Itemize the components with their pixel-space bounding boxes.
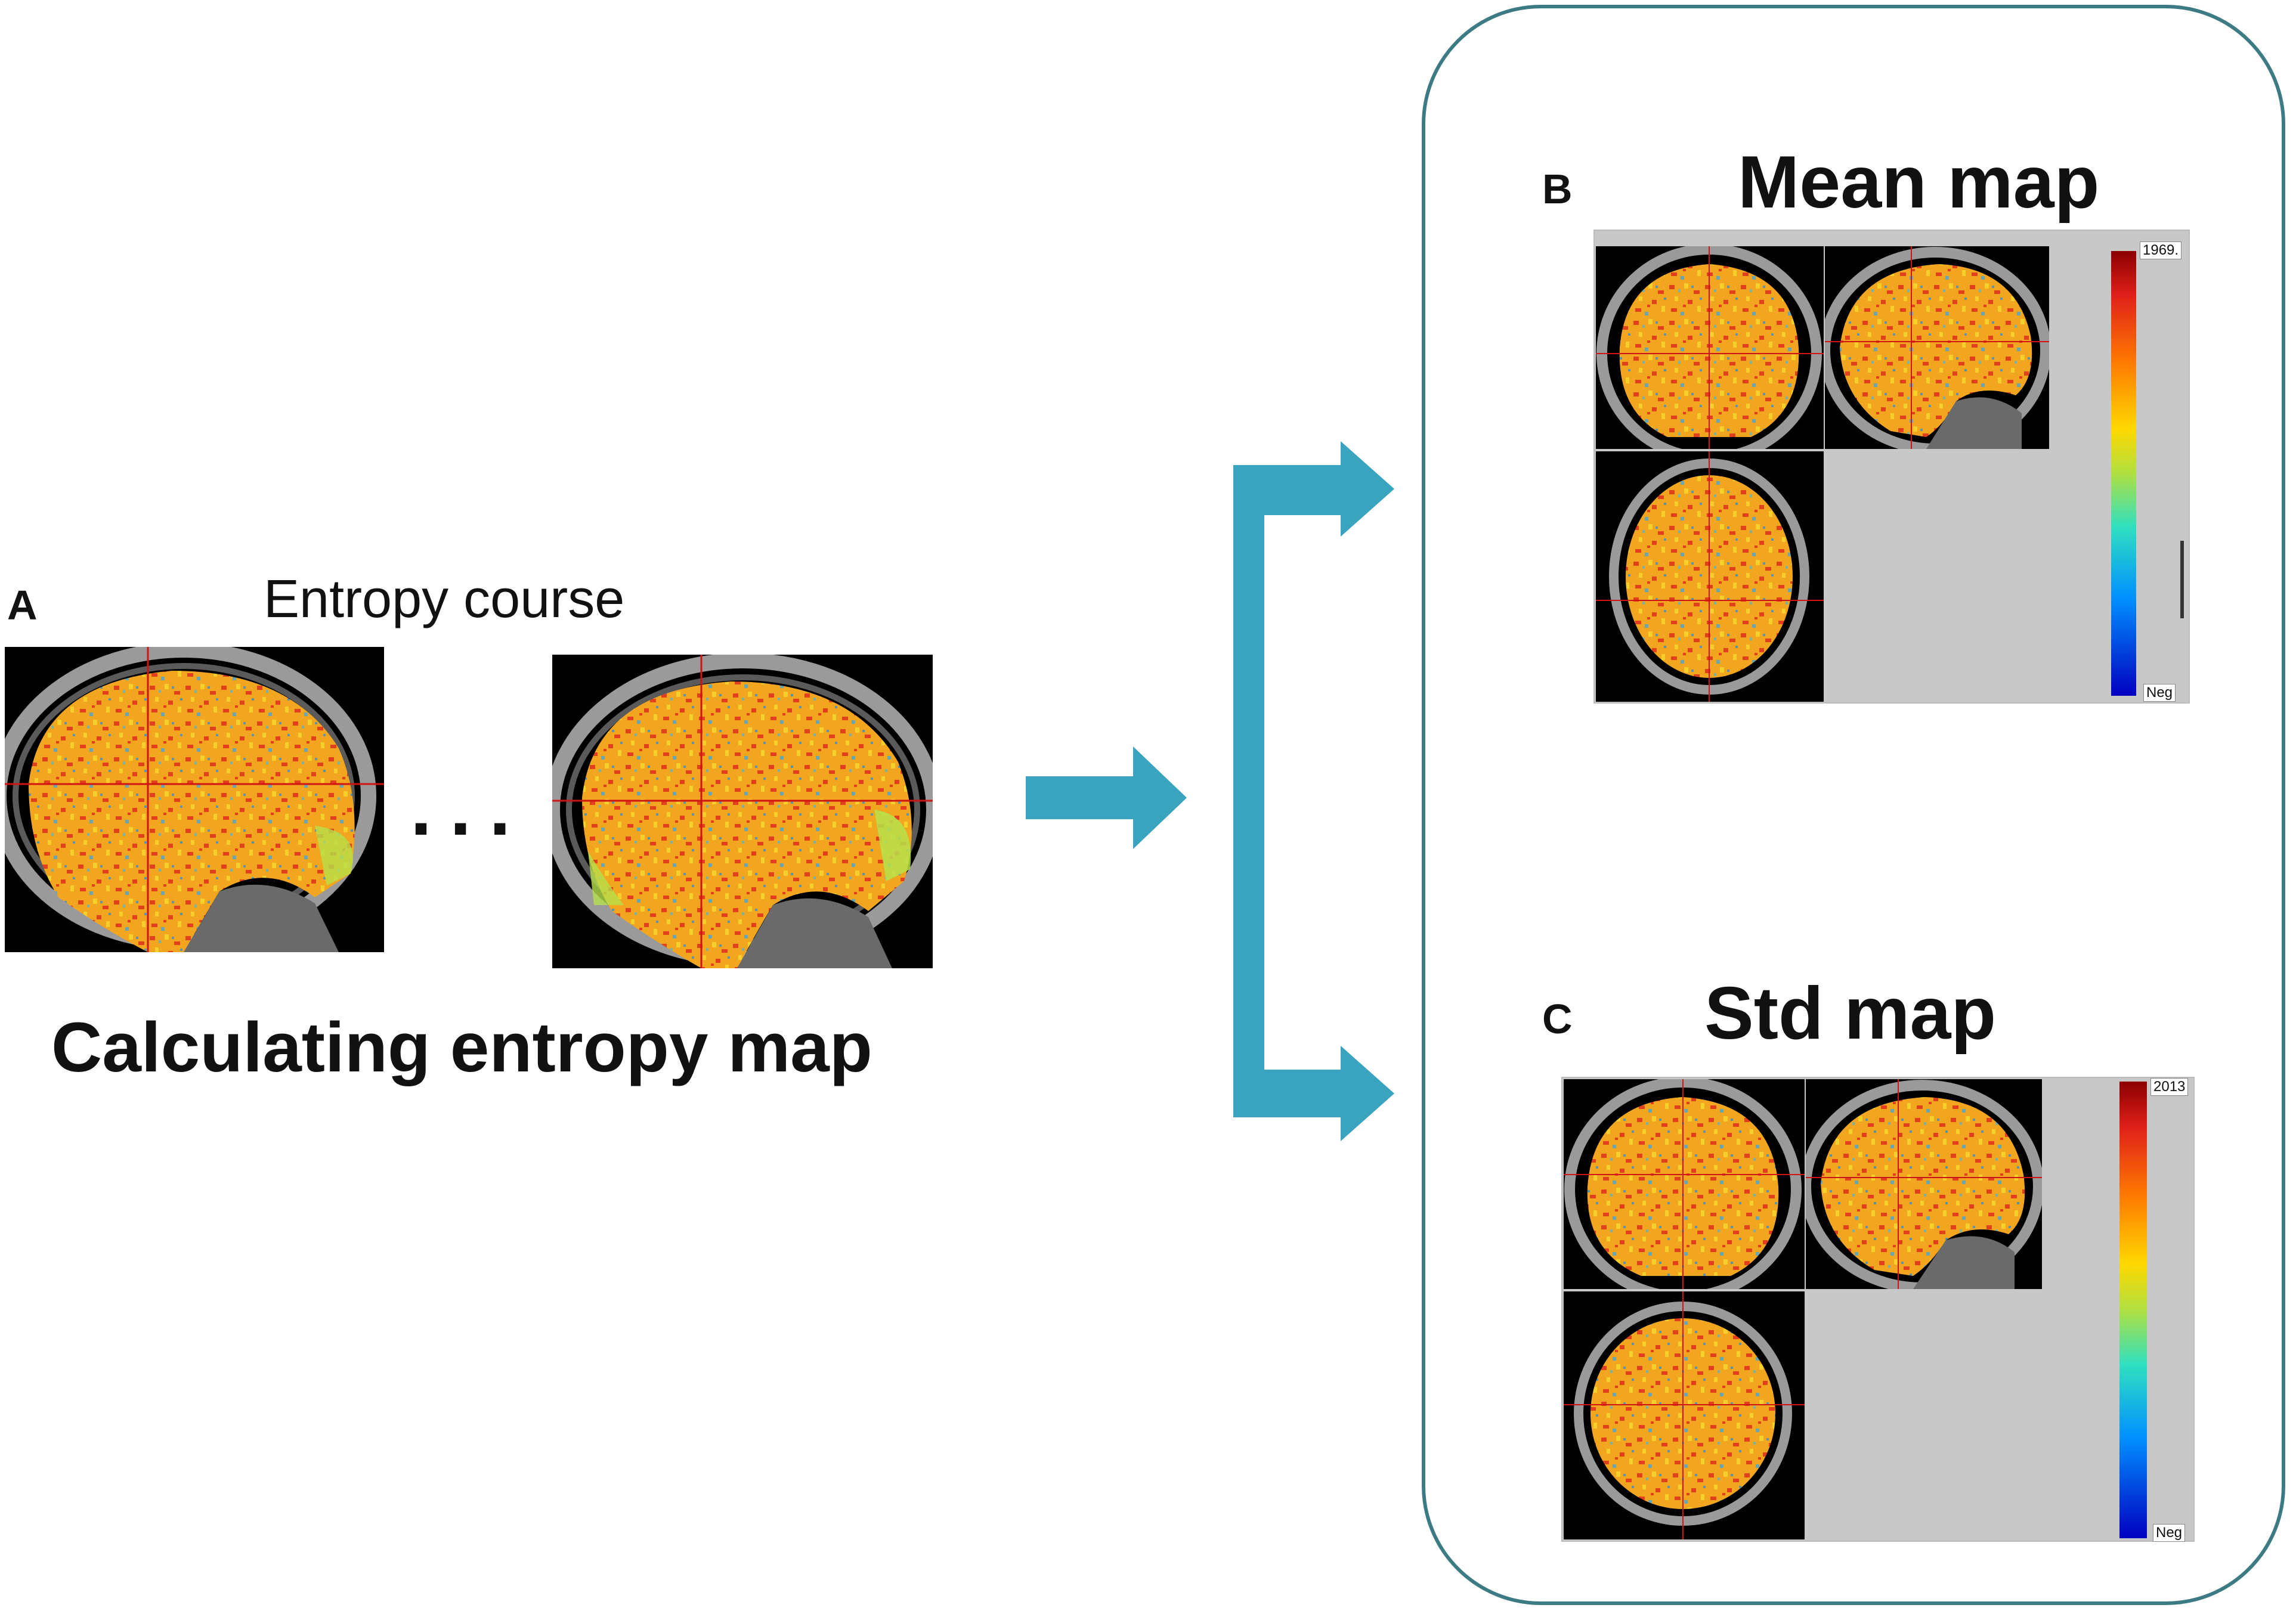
mean-sagittal-slice (1825, 246, 2049, 449)
mean-viewer-scroll-handle[interactable] (2180, 541, 2184, 618)
results-frame (1422, 5, 2285, 1605)
mean-coronal-slice (1596, 246, 1824, 449)
calculating-entropy-map-caption: Calculating entropy map (51, 1008, 872, 1087)
panel-b-letter: B (1542, 166, 1573, 212)
mean-axial-slice (1596, 451, 1824, 702)
ellipsis-more-slices: ... (410, 764, 529, 851)
mean-colorbar (2111, 251, 2136, 696)
std-sagittal-slice (1806, 1079, 2042, 1289)
std-colorbar-max-label: 2013 (2150, 1078, 2189, 1096)
entropy-slice-last (552, 655, 933, 968)
mean-map-viewer: 1969. Neg (1593, 230, 2190, 704)
std-coronal-slice (1564, 1079, 1805, 1289)
std-map-title: Std map (1704, 972, 1997, 1055)
mean-colorbar-max-label: 1969. (2140, 241, 2182, 259)
std-colorbar-min-label: Neg (2153, 1524, 2186, 1542)
entropy-slice-first (5, 647, 384, 952)
mean-colorbar-min-label: Neg (2143, 684, 2176, 702)
std-colorbar (2119, 1082, 2147, 1538)
right-arrow-icon (1026, 746, 1187, 849)
mean-map-title: Mean map (1738, 141, 2100, 224)
panel-c-letter: C (1542, 996, 1573, 1042)
panel-a-letter: A (7, 582, 38, 628)
std-map-viewer: 2013 Neg (1561, 1077, 2195, 1542)
bracket-arrows-icon (1233, 441, 1394, 1141)
std-axial-slice (1564, 1291, 1805, 1539)
entropy-course-label: Entropy course (264, 569, 625, 629)
